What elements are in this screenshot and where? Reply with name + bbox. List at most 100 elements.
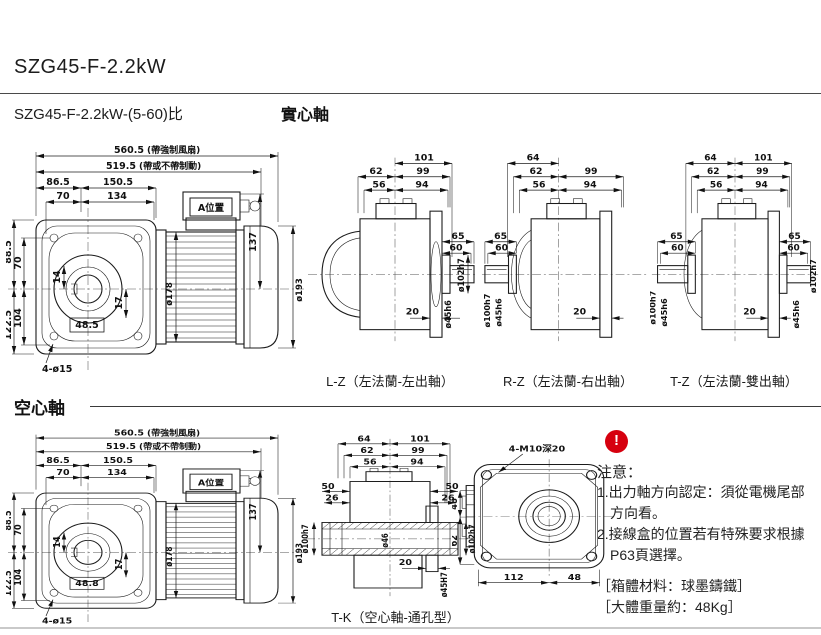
note-line-1b: 方向看。 (610, 505, 666, 521)
solid-shaft-heading: 實心軸 (281, 107, 330, 124)
dim-spigot-l: ø100h7 (650, 291, 658, 325)
dim-w3: 70 (56, 469, 69, 478)
a-position-label: A位置 (198, 477, 224, 488)
dim-w2: 150.5 (103, 177, 133, 188)
tap-note: 4-M10深20 (509, 443, 565, 454)
weight-note: ［大體重量約：48Kg］ (597, 599, 742, 615)
terminal-box: A位置 (182, 191, 261, 231)
rz-view-drawing: 64 62 99 56 94 65 60 20 ø100h7 ø45h6 (482, 153, 650, 342)
centerlines (651, 157, 819, 342)
dim-t3: 99 (585, 166, 598, 177)
flange-outline (461, 464, 605, 569)
lz-caption: L-Z（左法蘭-左出軸） (326, 374, 454, 389)
dim-fan-dia: ø193 (295, 278, 305, 302)
dim-v2: 70 (13, 256, 24, 270)
page-bottom-rule (0, 627, 821, 629)
dim-total-length-note: (帶強制風扇) (147, 428, 200, 437)
dim-sl2: 60 (671, 243, 683, 253)
dim-t5: 56 (363, 458, 376, 467)
dim-k14: 14 (52, 270, 63, 284)
dim-fan-dia: ø193 (294, 543, 304, 563)
fan-cover (243, 225, 279, 349)
dim-sr2: 60 (787, 243, 799, 253)
front-view-solid-drawing: A位置 560.5 (帶強制風扇) 519.5 (帶或不帶制動) 86.5 15… (6, 144, 305, 375)
dim-t3: 62 (707, 167, 719, 177)
dim-v4: 122.5 (6, 570, 14, 596)
dim-flange-t: 20 (399, 559, 412, 568)
dim-holes: 4-ø15 (42, 617, 72, 626)
hollow-shaft-heading: 空心軸 (14, 399, 65, 418)
dim-t1: 64 (527, 153, 540, 164)
dim-t5: 94 (584, 179, 597, 190)
dim-box-h: 137 (248, 503, 259, 520)
dim-sl1: 65 (670, 232, 682, 242)
dim-l1: 48 (452, 498, 460, 510)
dim-shaft-dia-r: ø45h6 (792, 300, 801, 329)
body-outline (484, 198, 613, 338)
dim-b2: 48 (568, 574, 581, 583)
dimensions: 64 101 62 99 56 94 65 60 65 60 20 ø100h7… (650, 153, 818, 328)
dimensions: 64 62 99 56 94 65 60 20 ø100h7 ø45h6 (482, 153, 624, 327)
dim-t1: 64 (704, 153, 716, 163)
dim-t2: 101 (754, 153, 773, 163)
dim-brake-length: 519.5 (106, 443, 136, 452)
front-view-hollow-drawing: A位置 560.5 (帶強制風扇) 519.5 (帶或不帶制動) 86.5 15… (6, 428, 304, 626)
dim-w1: 86.5 (46, 457, 69, 466)
dim-spigot-r: ø102h7 (467, 524, 477, 553)
dim-spigot-dia: ø100h7 (482, 293, 492, 327)
rz-caption: R-Z（左法蘭-右出軸） (503, 374, 633, 389)
body-outline (657, 198, 812, 338)
dim-t4: 99 (756, 167, 768, 177)
dim-t2: 101 (410, 435, 430, 444)
centerlines (306, 438, 476, 597)
dim-v3: 104 (13, 569, 24, 586)
dim-motor-dia: ø178 (164, 546, 174, 567)
gearbox-outline (35, 219, 157, 355)
dim-spigot-dia: ø102h7 (456, 258, 466, 292)
dim-flange-t: 20 (573, 306, 586, 317)
dim-total-length: 560.5 (114, 145, 144, 156)
dim-t2: 62 (369, 166, 382, 177)
dimensions: 560.5 (帶強制風扇) 519.5 (帶或不帶制動) 86.5 150.5 … (6, 144, 305, 375)
dim-s1: 65 (451, 231, 464, 242)
dim-t6: 94 (755, 180, 767, 190)
dim-total-length: 560.5 (114, 429, 144, 438)
dim-l2: 62 (452, 535, 460, 547)
dim-sr1: 65 (788, 232, 800, 242)
note-line-2: 2.接線盒的位置若有特殊要求根據 (597, 526, 805, 542)
tz-caption: T-Z（左法蘭-雙出軸） (670, 374, 798, 389)
dim-shaft-dia: ø45h6 (494, 298, 504, 327)
dim-t5: 56 (710, 180, 722, 190)
dim-holes: 4-ø15 (42, 364, 72, 375)
dim-t3: 62 (360, 447, 373, 456)
a-position-label: A位置 (198, 202, 225, 214)
tk-caption: T-K（空心軸-通孔型） (331, 610, 460, 625)
dim-k17: 17 (114, 296, 125, 309)
dim-t1: 64 (357, 435, 370, 444)
housing-material-note: ［箱體材料：球墨鑄鐵］ (597, 578, 751, 594)
dim-total-length-note: (帶強制風扇) (147, 144, 200, 156)
dim-w4: 134 (107, 191, 127, 202)
dim-t1: 101 (414, 153, 434, 164)
notes-panel: ! 注意： 1.出力軸方向認定：須從電機尾部 方向看。 2.接線盒的位置若有特殊… (597, 430, 821, 618)
dim-shaft-dia: ø45h6 (443, 300, 453, 328)
dim-motor-dia: ø178 (165, 282, 175, 306)
dim-t3: 99 (416, 166, 429, 177)
dim-t4: 56 (532, 179, 545, 190)
dim-w2: 150.5 (103, 457, 133, 466)
dim-brake-length-note: (帶或不帶制動) (139, 160, 201, 172)
dim-w3: 70 (56, 191, 70, 202)
fan-cover (243, 497, 279, 604)
dim-box-h: 137 (248, 232, 259, 252)
dim-t6: 94 (410, 458, 423, 467)
alert-icon: ! (605, 430, 628, 453)
dim-sl2: 26 (325, 494, 338, 503)
dim-k14: 14 (52, 536, 63, 547)
dim-hollow-bore: ø45H7 (439, 572, 449, 597)
dim-sr1: 50 (445, 483, 458, 492)
dim-v1: 88.5 (6, 510, 14, 530)
dim-v4: 122.5 (6, 310, 14, 340)
dim-t4: 99 (411, 447, 424, 456)
notes-heading: 注意： (597, 464, 643, 481)
